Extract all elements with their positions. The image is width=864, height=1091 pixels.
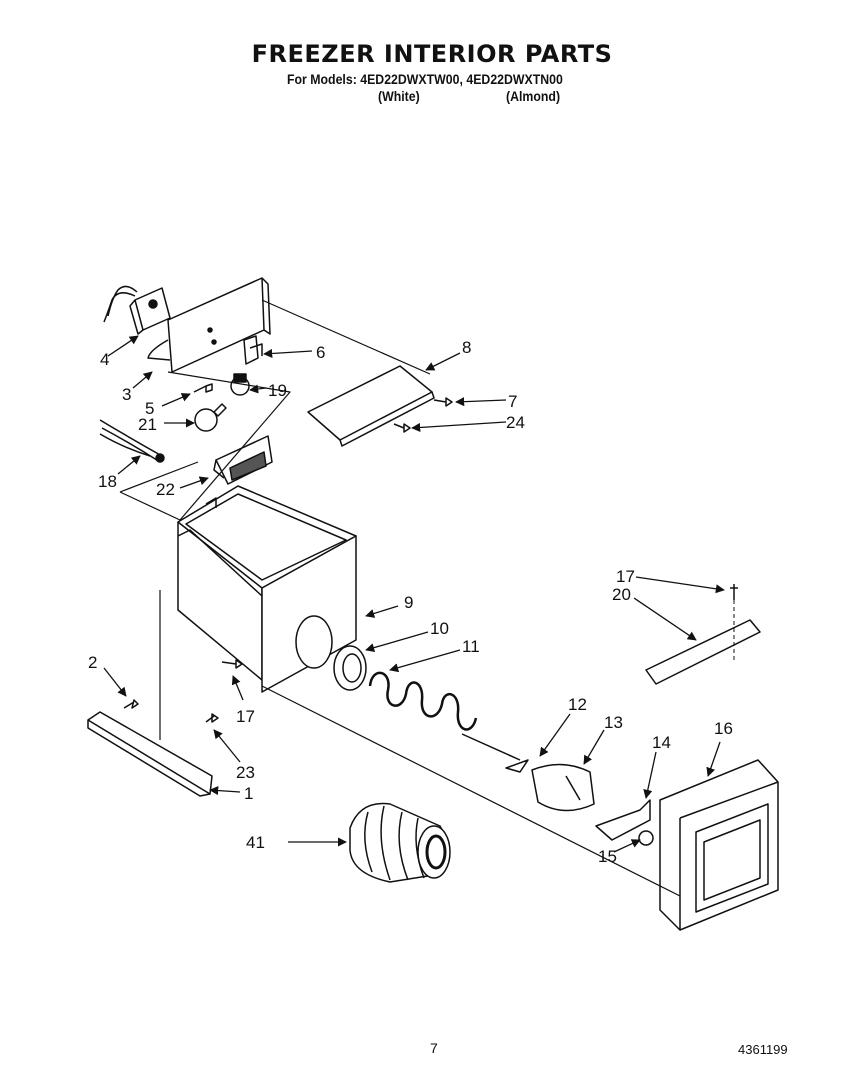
callout-2: 2 — [88, 653, 97, 672]
callout-14: 14 — [652, 733, 671, 752]
models-line: For Models: 4ED22DWXTW00, 4ED22DWXTN00 — [287, 71, 563, 87]
color-label-almond: (Almond) — [506, 88, 561, 104]
part-4-switch — [103, 285, 171, 335]
callout-13: 13 — [604, 713, 623, 732]
part-21-grille — [213, 435, 273, 485]
callout-17-left: 17 — [236, 707, 255, 726]
part-6-clip — [243, 335, 263, 365]
callout-6: 6 — [316, 343, 325, 362]
part-18-wire-harness — [99, 419, 165, 463]
callout-18: 18 — [98, 472, 117, 491]
part-20-bulb — [194, 403, 227, 432]
part-16-bucket-front — [659, 759, 779, 931]
assembly-phantom-outline — [119, 299, 431, 521]
callout-4: 4 — [100, 350, 109, 369]
part-23-screw — [393, 423, 411, 433]
callout-22: 23 — [236, 763, 255, 782]
part-5-screw — [193, 383, 213, 393]
callout-12: 12 — [568, 695, 587, 714]
page-number: 7 — [430, 1040, 438, 1056]
part-41-coupler — [349, 802, 451, 883]
callout-11: 11 — [462, 637, 480, 656]
callout-19: 19 — [268, 381, 287, 400]
part-19-socket — [230, 373, 250, 396]
callout-16: 16 — [714, 719, 733, 738]
guide-line — [261, 685, 681, 897]
part-14-bracket — [595, 799, 651, 841]
callout-24: 20 — [612, 585, 631, 604]
callout-10: 10 — [430, 619, 449, 638]
page-title: FREEZER INTERIOR PARTS — [251, 40, 613, 68]
part-12-auger-end — [505, 759, 529, 773]
part-13-crusher — [531, 763, 595, 812]
part-22-screw — [205, 713, 219, 723]
part-9-housing — [177, 485, 357, 693]
part-17-screw-right — [730, 584, 738, 600]
document-number: 4361199 — [738, 1042, 788, 1057]
part-8-cover — [307, 365, 435, 447]
callout-41: 41 — [246, 833, 265, 852]
callout-15: 15 — [598, 847, 617, 866]
callout-5: 5 — [145, 399, 154, 418]
part-2-screw — [123, 699, 139, 709]
part-24-strip — [645, 619, 761, 685]
part-7-screw — [433, 397, 453, 407]
callout-8: 8 — [462, 338, 471, 357]
callout-7: 7 — [508, 392, 517, 411]
callout-9: 9 — [404, 593, 413, 612]
part-15-nut — [638, 830, 654, 846]
callout-21: 22 — [156, 480, 175, 499]
part-17-screw-left — [221, 659, 243, 669]
part-3-bracket-panel — [147, 277, 271, 373]
callout-3: 3 — [122, 385, 131, 404]
callout-17-right: 17 — [616, 567, 635, 586]
callout-20: 21 — [138, 415, 157, 434]
leader-lines — [103, 335, 725, 853]
color-label-white: (White) — [378, 88, 420, 104]
callout-23: 24 — [506, 413, 525, 432]
callout-1: 1 — [244, 784, 253, 803]
part-10-bushing — [333, 645, 367, 691]
part-1-bracket — [87, 590, 213, 797]
part-11-spring — [368, 671, 478, 731]
